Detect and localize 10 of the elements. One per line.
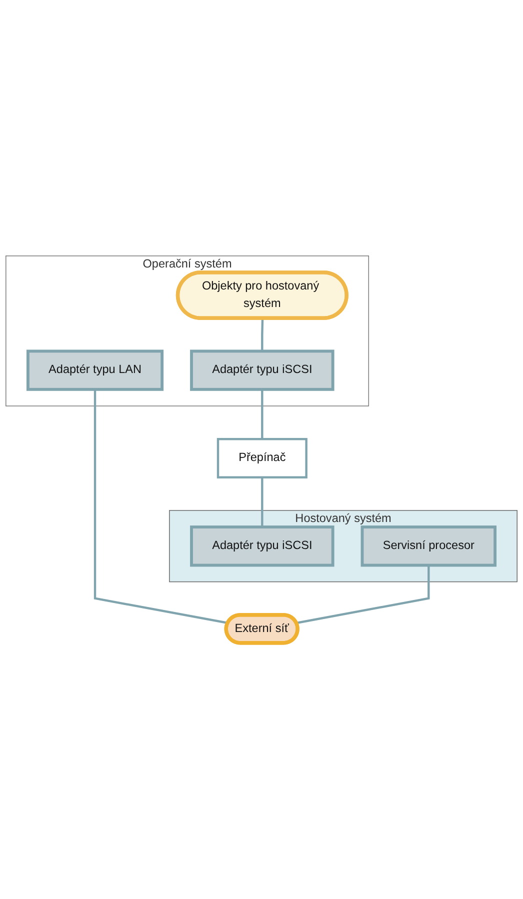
connector [261, 477, 264, 528]
connector [261, 318, 264, 352]
node-box: Přepínač [216, 438, 308, 479]
node-box: Adaptér typu iSCSI [190, 350, 334, 392]
node-box: Adaptér typu iSCSI [190, 526, 334, 567]
connector [94, 390, 228, 624]
connector [296, 565, 430, 624]
node-box: Adaptér typu LAN [26, 350, 164, 392]
connector [261, 390, 264, 440]
node-box: Servisní procesor [360, 526, 497, 567]
